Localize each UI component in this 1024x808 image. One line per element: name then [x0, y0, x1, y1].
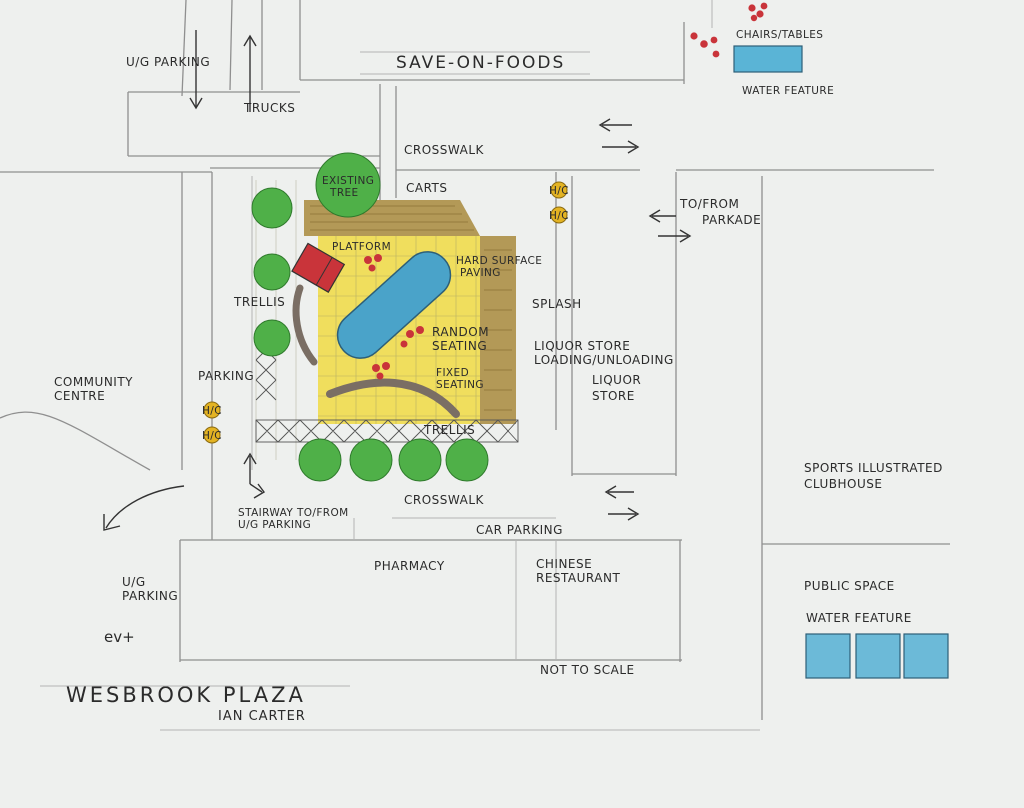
chairs-tables-icon: [690, 2, 768, 58]
tree-icon: [251, 187, 293, 229]
hc-icon: H/C: [549, 181, 569, 199]
splash-pool: [336, 251, 452, 359]
label-store: STORE: [592, 389, 635, 403]
two-way-arrow-icon: [189, 30, 257, 112]
two-way-arrow-icon: [598, 118, 640, 154]
label-seating: SEATING: [432, 339, 487, 353]
label-liquor-loading-1: LIQUOR STORE: [534, 339, 630, 353]
existing-tree-icon: [315, 152, 381, 218]
label-stairway-1: STAIRWAY TO/FROM: [238, 507, 349, 519]
label-clubhouse: CLUBHOUSE: [804, 477, 882, 491]
label-to-from: TO/FROM: [679, 197, 739, 211]
label-water-feature-top: WATER FEATURE: [742, 85, 834, 97]
label-trellis-bottom: TRELLIS: [423, 423, 475, 437]
tree-icon: [445, 438, 489, 482]
water-feature-top: [733, 45, 803, 73]
label-splash: SPLASH: [532, 297, 582, 311]
label-not-to-scale: NOT TO SCALE: [540, 663, 635, 677]
two-way-arrow-icon: [604, 485, 640, 521]
label-sports: SPORTS ILLUSTRATED: [804, 461, 943, 475]
label-ug: U/G: [122, 575, 146, 589]
label-pharmacy: PHARMACY: [374, 559, 445, 573]
label-chinese: CHINESE: [536, 557, 592, 571]
label-trucks: TRUCKS: [243, 101, 295, 115]
title-block: WESBROOK PLAZA IAN CARTER: [40, 683, 350, 724]
author-name: IAN CARTER: [218, 709, 306, 724]
fixed-seating-bench: [326, 378, 460, 418]
label-carts: CARTS: [406, 181, 448, 195]
labels: SAVE-ON-FOODS U/G PARKING TRUCKS CROSSWA…: [54, 29, 943, 677]
label-parkade: PARKADE: [702, 213, 761, 227]
svg-text:H/C: H/C: [202, 430, 222, 442]
label-parking: PARKING: [198, 369, 254, 383]
label-ev-plus: ev+: [104, 628, 135, 646]
label-crosswalk-bottom: CROSSWALK: [404, 493, 485, 507]
label-car-parking: CAR PARKING: [476, 523, 563, 537]
label-save-on-foods: SAVE-ON-FOODS: [396, 53, 565, 73]
label-fixed-seating: SEATING: [436, 379, 484, 391]
road-arrow-icon: [103, 485, 185, 531]
tree-icon: [398, 438, 442, 482]
label-trellis-left: TRELLIS: [233, 295, 285, 309]
svg-text:H/C: H/C: [202, 405, 222, 417]
tree-icon: [253, 253, 291, 291]
arrows: [103, 30, 692, 531]
hc-markers: H/C H/C H/C H/C: [202, 181, 569, 444]
two-way-arrow-icon: [648, 209, 692, 243]
label-liquor-loading-2: LOADING/UNLOADING: [534, 353, 674, 367]
label-platform: PLATFORM: [332, 241, 391, 253]
hc-icon: H/C: [202, 401, 222, 419]
label-existing-tree: EXISTING: [322, 175, 374, 187]
label-hard-surface: HARD SURFACE: [456, 255, 542, 267]
water-feature-bottom: [805, 633, 949, 679]
label-crosswalk-top: CROSSWALK: [404, 143, 485, 157]
stair-arrow-icon: [243, 452, 266, 499]
tree-icon: [349, 438, 393, 482]
tree-icon: [298, 438, 342, 482]
random-seating: [364, 254, 424, 380]
platform: [291, 242, 346, 293]
label-centre: CENTRE: [54, 389, 105, 403]
label-water-feature-bottom: WATER FEATURE: [806, 611, 912, 625]
hc-icon: H/C: [202, 426, 222, 444]
label-community: COMMUNITY: [54, 375, 133, 389]
tree-icon: [253, 319, 291, 357]
trellis-bottom: [255, 419, 519, 443]
label-random: RANDOM: [432, 325, 489, 339]
label-ug-parking-top: U/G PARKING: [126, 55, 210, 69]
svg-text:H/C: H/C: [549, 210, 569, 222]
label-public-space: PUBLIC SPACE: [804, 579, 895, 593]
trees: [251, 152, 489, 482]
title-wesbrook-plaza: WESBROOK PLAZA: [66, 683, 306, 707]
bench-left: [292, 284, 318, 366]
label-stairway-2: U/G PARKING: [238, 519, 311, 531]
plaza: [255, 180, 519, 460]
label-fixed: FIXED: [436, 367, 469, 379]
label-paving: PAVING: [460, 267, 501, 279]
label-chairs-tables: CHAIRS/TABLES: [736, 29, 823, 41]
label-existing-tree: TREE: [329, 187, 359, 199]
label-restaurant: RESTAURANT: [536, 571, 620, 585]
svg-text:H/C: H/C: [549, 185, 569, 197]
label-liquor: LIQUOR: [592, 373, 641, 387]
hc-icon: H/C: [549, 206, 569, 224]
label-ug-parking: PARKING: [122, 589, 178, 603]
